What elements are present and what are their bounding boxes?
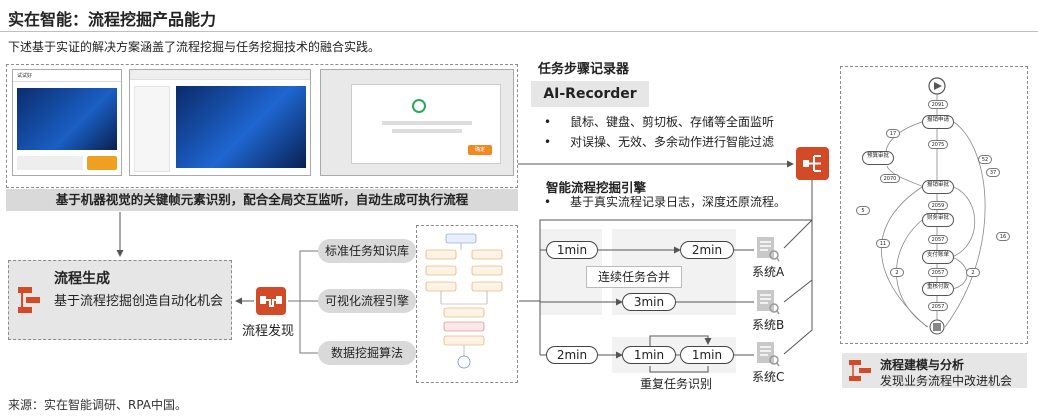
model-caption-icon (848, 358, 872, 382)
flow-discovery-label: 流程发现 (242, 324, 295, 339)
system-a-label: 系统A (752, 265, 785, 279)
model-count-4: 2059 (928, 201, 948, 210)
model-count-13: 16 (996, 232, 1010, 241)
model-count-11: 5 (856, 206, 870, 215)
dialog-confirm-button[interactable]: 确定 (468, 145, 492, 155)
model-node-review: 报销审批 (922, 180, 954, 194)
system-b-label: 系统B (752, 318, 785, 332)
ai-recorder-label: AI-Recorder (531, 81, 649, 107)
model-count-12: 11 (876, 239, 890, 248)
screenshot-2 (129, 69, 311, 176)
screenshot-1-button (87, 156, 117, 170)
recorder-bullet-1: •鼠标、键盘、剪切板、存储等全面监听 (544, 115, 775, 129)
model-count-6: 2057 (928, 268, 948, 277)
recorder-bullet-list: •鼠标、键盘、剪切板、存储等全面监听 •对误操、无效、多余动作进行智能过滤 (544, 112, 774, 152)
model-count-15: 2 (966, 268, 980, 277)
page-title: 实在智能：流程挖掘产品能力 (8, 10, 217, 29)
flow-generation-icon (18, 285, 40, 315)
system-a-icon (756, 236, 780, 262)
model-count-5: 2057 (928, 235, 948, 244)
task-row3-a: 2min (546, 346, 598, 364)
model-caption-desc: 发现业务流程中改进机会 (880, 374, 1013, 388)
system-b-icon (756, 289, 780, 315)
screenshots-caption: 基于机器视觉的关键帧元素识别，配合全局交互监听，自动生成可执行流程 (6, 189, 518, 211)
model-count-14: 2 (890, 268, 904, 277)
task-row2-a: 3min (622, 293, 676, 311)
system-c-label: 系统C (752, 370, 785, 384)
model-node-pay: 支付账单 (922, 250, 954, 264)
screenshot-1-desktop (17, 88, 117, 150)
page-subtitle: 下述基于实证的解决方案涵盖了流程挖掘与任务挖掘技术的融合实践。 (8, 40, 381, 54)
merge-label: 连续任务合并 (586, 266, 682, 288)
model-count-8: 17 (886, 129, 900, 138)
flow-hub-icon (796, 147, 829, 180)
screenshots-panel (6, 64, 518, 188)
mining-engine-title: 智能流程挖掘引擎 (546, 180, 647, 195)
model-count-10: 37 (986, 168, 1000, 177)
system-c-icon (756, 341, 780, 367)
model-node-finance: 财务审批 (922, 213, 954, 227)
task-row1-a: 1min (546, 241, 598, 259)
screenshot-1-app-title: 试试好 (13, 70, 121, 82)
branch-mining-algorithm: 数据挖掘算法 (318, 341, 416, 365)
title-divider (0, 31, 1038, 32)
flow-generation-desc: 基于流程挖掘创造自动化机会 (54, 294, 224, 309)
task-row3-c: 1min (680, 346, 734, 364)
repeat-label: 重复任务识别 (640, 377, 713, 391)
screenshot-3: 确定 (320, 69, 514, 176)
branch-visual-engine: 可视化流程引擎 (318, 289, 416, 313)
branch-knowledge-base: 标准任务知识库 (318, 239, 416, 263)
model-caption-title: 流程建模与分析 (880, 358, 965, 372)
model-node-budget: 预算审批 (862, 151, 894, 165)
model-node-apply: 报销申请 (922, 115, 954, 129)
flow-generation-title: 流程生成 (54, 271, 110, 287)
task-row1-b: 2min (680, 241, 734, 259)
flow-discovery-icon (256, 287, 286, 315)
model-count-1: 2091 (928, 100, 948, 109)
model-count-2: 2075 (928, 140, 948, 149)
model-count-3: 2070 (880, 174, 900, 183)
model-count-7: 2057 (928, 302, 948, 311)
mining-bullet-1: •基于真实流程记录日志，深度还原流程。 (544, 195, 787, 209)
recorder-bullet-2: •对误操、无效、多余动作进行智能过滤 (544, 135, 775, 149)
flow-generation-box (8, 260, 232, 340)
flowchart-diagram (418, 228, 516, 380)
screenshot-1: 试试好 (12, 69, 122, 176)
task-row3-b: 1min (622, 346, 676, 364)
dialog-success-icon (412, 99, 426, 113)
task-recorder-title: 任务步骤记录器 (538, 62, 630, 77)
model-caption-box (842, 353, 1027, 388)
model-node-recheck: 重核付款 (922, 282, 954, 296)
process-model-diagram (842, 70, 1026, 342)
source-note: 来源：实在智能调研、RPA中国。 (8, 398, 188, 412)
model-count-9: 52 (978, 155, 992, 164)
